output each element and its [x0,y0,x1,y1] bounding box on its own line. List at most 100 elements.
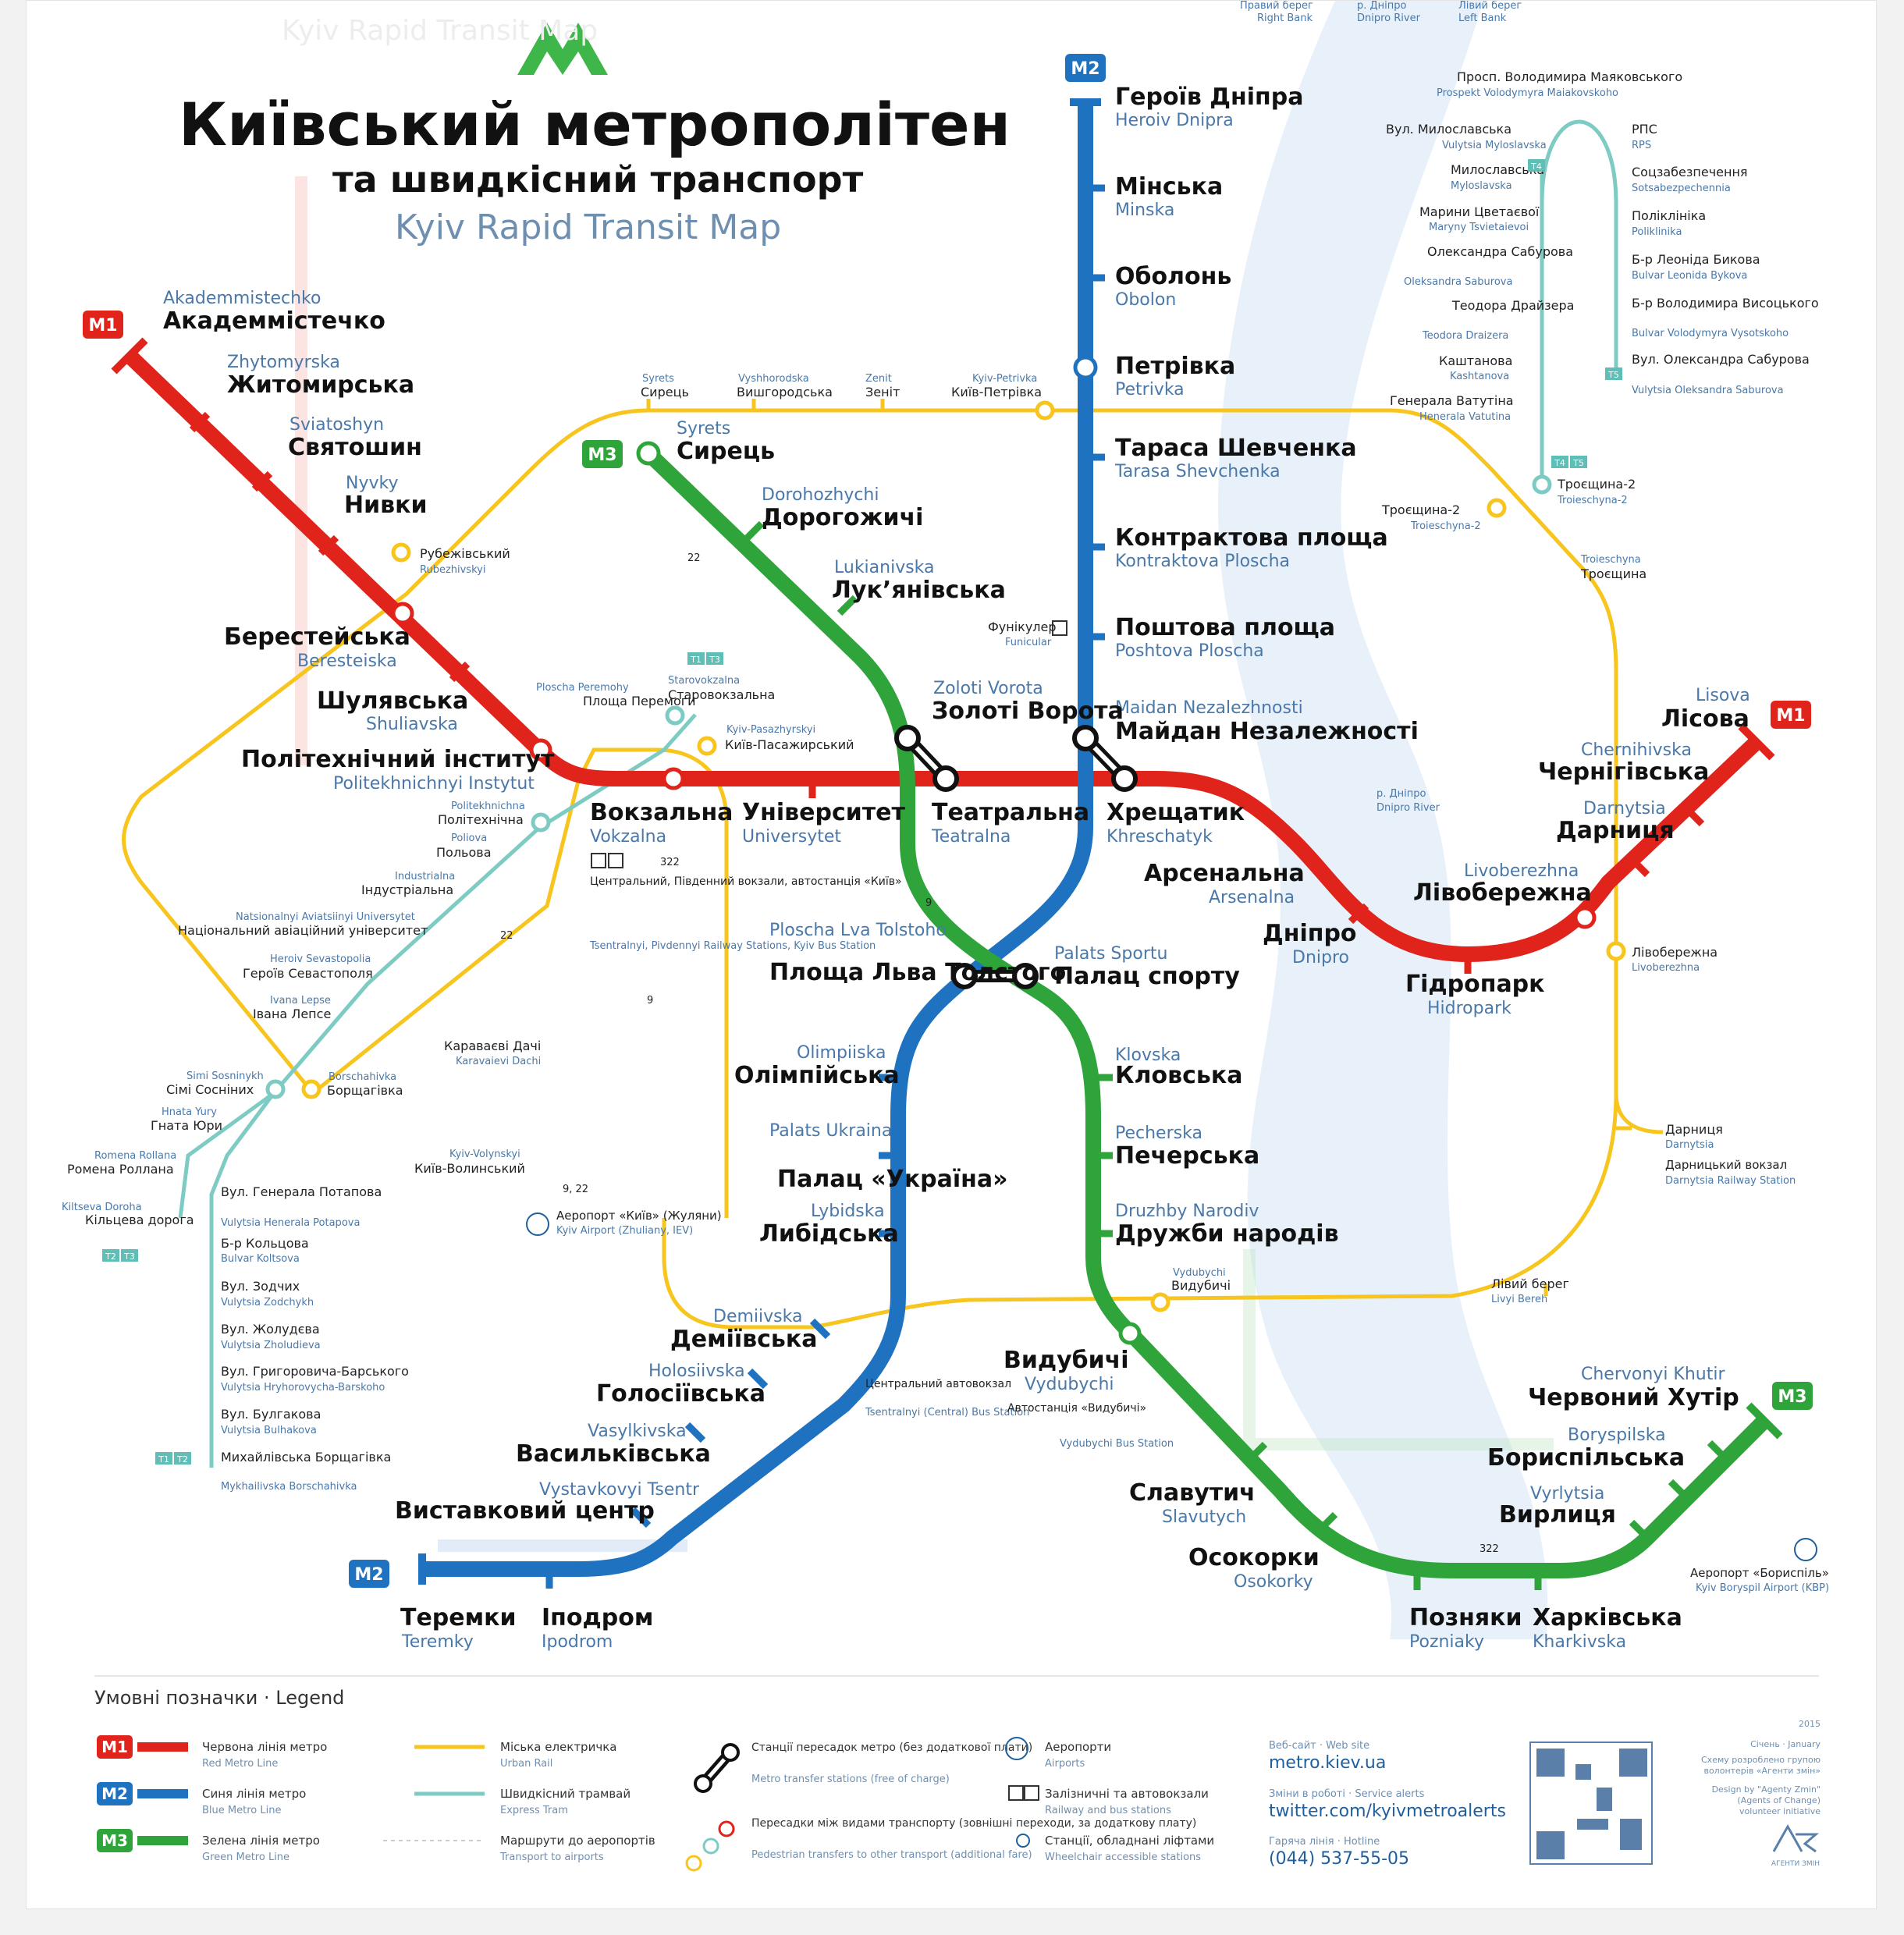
map-label: Веб-сайт · Web site [1269,1740,1369,1752]
map-label: 9 [925,897,932,909]
map-label: M1 [1776,706,1805,726]
station-lat: Politekhnichnyi Instytut [333,774,535,794]
station-lat: Hidropark [1427,999,1511,1018]
station-lat: Ipodrom [542,1632,613,1652]
station-name: Деміївська [670,1326,818,1353]
map-label: Вул. Олександра Сабурова [1632,352,1810,367]
funicular-icon [1052,620,1067,636]
map-label: Героїв Севастополя [243,966,373,981]
top-label-ua: Правий берег [1240,1,1313,12]
twitter-link[interactable]: twitter.com/kyivmetroalerts [1269,1802,1506,1821]
station-lat: Palats Sportu [1054,944,1167,964]
map-label: Express Tram [500,1805,568,1816]
station-lat: Shuliavska [366,715,458,734]
map-sheet: Kyiv Rapid Transit Map Київський метропо… [26,0,1877,1909]
map-label: Ромена Роллана [67,1162,174,1177]
map-label: Green Metro Line [202,1852,290,1863]
map-label: Blue Metro Line [202,1805,281,1816]
map-label: Kashtanova [1450,371,1509,382]
map-label: Караваєві Дачі [444,1039,541,1053]
station-lat: Lukianivska [834,558,935,577]
bus-station-icon [1024,1785,1039,1801]
station-lat: Dorohozhychi [762,485,879,505]
station-lat: Minska [1115,201,1174,220]
express-tram-east [1540,119,1618,485]
map-label: Просп. Володимира Маяковського [1457,69,1682,84]
map-label: Simi Sosninykh [186,1070,264,1082]
transfer-circles [265,355,1626,1345]
map-label: Oleksandra Saburova [1404,276,1512,288]
m3-line [643,447,1771,1578]
tram-west-labels: Ploscha Peremohy Площа Перемоги Ploscha … [62,675,775,1493]
transit-map: Kyiv Rapid Transit Map Київський метропо… [62,0,1829,1872]
station-lat: Lisova [1696,686,1750,705]
map-label: Генерала Ватутіна [1390,393,1514,408]
map-label: Transport to airports [499,1852,604,1863]
map-label: Metro transfer stations (free of charge) [751,1773,950,1785]
station-lat: Vystavkovyi Tsentr [539,1480,700,1500]
station-name: Голосіївська [596,1380,766,1408]
airport-icon [1005,1737,1028,1760]
interchange-teatralna-zoloti[interactable] [894,725,959,792]
station-name: Лівобережна [1413,879,1592,907]
station-lat: Kharkivska [1533,1632,1626,1652]
map-label: Vulytsia Myloslavska [1442,140,1547,151]
station-name: Мінська [1115,173,1223,201]
map-label: 2015 [1799,1719,1821,1729]
airport-icon [1794,1538,1817,1561]
m2-ticks [545,184,1105,1589]
urban-rail-ticks [646,399,1632,1296]
station-name: Оболонь [1115,263,1231,290]
map-label: Автостанція «Видубичі» [1007,1402,1146,1415]
station-lat: Kontraktova Ploscha [1115,552,1290,571]
airport-icon [526,1212,549,1236]
station-name: Славутич [1129,1479,1256,1507]
map-label: Kyiv Boryspil Airport (KBP) [1696,1582,1829,1594]
map-label: Синя лінія метро [202,1787,306,1801]
map-label: Вишгородська [737,385,833,399]
map-label: Видубичі [1171,1278,1231,1293]
map-label: 9 [647,995,653,1007]
map-label: Площа Перемоги [583,694,696,708]
map-label: Київ-Пасажирський [725,737,854,752]
map-label: Вул. Генерала Потапова [221,1184,382,1199]
map-label: T3 [123,1252,135,1262]
station-name: Чернігівська [1538,758,1709,786]
map-label: Urban Rail [500,1758,552,1770]
station-lat: Vokzalna [590,827,666,847]
station-name: Петрівка [1115,353,1235,380]
map-label: Червона лінія метро [202,1740,327,1754]
map-label: 322 [660,857,680,868]
railway-icon [591,853,606,868]
map-label: Henerala Vatutina [1419,411,1511,423]
station-lat: Dnipro [1292,948,1349,968]
web-link[interactable]: metro.kiev.ua [1269,1753,1386,1773]
map-label: Зелена лінія метро [202,1834,320,1848]
map-label: Red Metro Line [202,1758,278,1770]
station-name: Васильківська [516,1440,711,1468]
interchange-khreschatyk-maidan[interactable] [1072,725,1138,792]
map-label: Старовокзальна [668,687,775,702]
station-lat: Livoberezhna [1464,861,1579,881]
map-label: Industrialna [395,871,455,882]
m2-badge-south: M2 [349,1560,389,1588]
station-lat: Slavutych [1162,1507,1246,1527]
m3-ticks [743,520,1728,1590]
map-label: Mykhailivska Borschahivka [221,1481,357,1493]
map-label: Vydubychi Bus Station [1060,1438,1174,1450]
station-lat: Vydubychi [1025,1375,1114,1394]
interchange-tolstoho-sportu[interactable] [951,963,1039,989]
station-lat: Nyvky [346,474,398,493]
station-lat: Poshtova Ploscha [1115,641,1264,661]
m1-badge: M1 [83,311,123,339]
station-name: Сирець [677,438,775,465]
top-label-en: Dnipro River [1357,12,1421,24]
tram-badges: T1 T3 T4 T5 T4 T5 T2 T3 T1 T2 [102,159,1622,1465]
station-lat: Vyrlytsia [1530,1484,1604,1504]
map-label: Аеропорт «Бориспіль» [1690,1566,1829,1580]
station-name: Палац спорту [1054,963,1240,990]
map-label: Maryny Tsvietaievoi [1429,222,1529,233]
station-lat: Demiivska [713,1307,802,1326]
map-label: Wheelchair accessible stations [1045,1852,1201,1863]
station-name: Хрещатик [1107,799,1245,826]
